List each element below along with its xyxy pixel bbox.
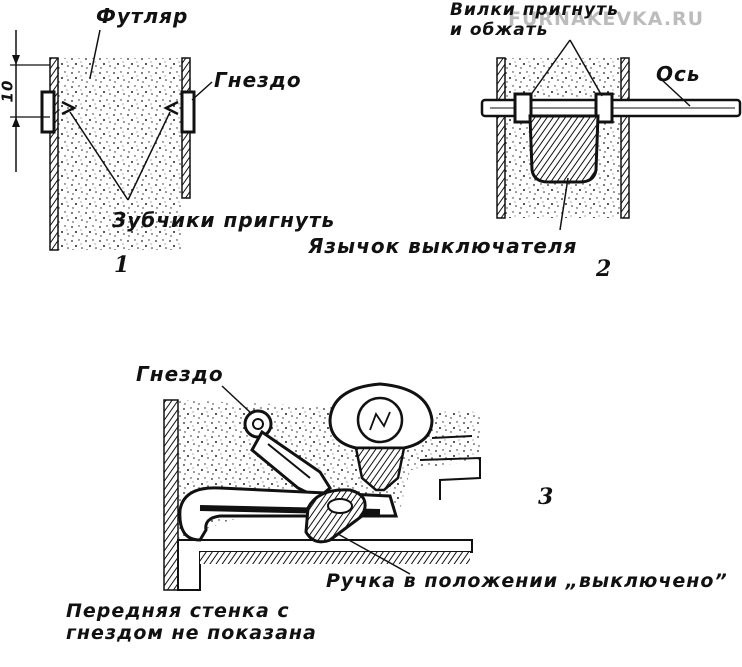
- fig3-handle: [304, 488, 367, 544]
- fig2-switch-tongue: [528, 114, 600, 184]
- fig2-tongue-label: Язычок выключателя: [308, 234, 578, 258]
- fig2-right-fork: [594, 92, 614, 124]
- fig1-right-socket: [180, 90, 196, 134]
- fig2-fork-label-line1: Вилки пригнуть: [450, 0, 619, 20]
- fig1-left-wall: [49, 57, 59, 251]
- watermark-text: FURNAKEVKA.RU: [508, 8, 705, 30]
- fig1-left-teeth: [61, 100, 77, 116]
- fig3-drawing: [163, 382, 481, 591]
- fig1-case-label: Футляр: [96, 4, 189, 28]
- fig1-socket-label: Гнездо: [214, 68, 302, 92]
- fig1-drawing: [10, 29, 213, 251]
- fig3-note-line1: Передняя стенка с: [66, 600, 290, 622]
- fig3-number: 3: [538, 484, 554, 510]
- fig3-lamp-socket: [354, 446, 406, 492]
- fig3-note-line2: гнездом не показана: [66, 622, 317, 644]
- fig1-teeth-label: Зубчики пригнуть: [112, 208, 336, 232]
- fig1-left-socket: [40, 90, 56, 134]
- fig1-right-teeth: [163, 100, 179, 116]
- fig2-drawing: [480, 39, 742, 231]
- fig2-left-wall: [496, 57, 506, 219]
- fig2-right-wall: [620, 57, 630, 219]
- fig2-number: 2: [596, 256, 612, 282]
- fig3-left-wall: [163, 399, 179, 591]
- fig3-socket-label: Гнездо: [136, 362, 224, 386]
- fig2-fork-label-line2: и обжать: [450, 20, 549, 40]
- fig2-axis-label: Ось: [656, 62, 701, 86]
- fig1-case-body: [58, 58, 182, 250]
- fig2-left-fork: [513, 92, 533, 124]
- fig3-handle-label: Ручка в положении „выключено”: [326, 570, 728, 592]
- fig1-number: 1: [114, 252, 130, 278]
- fig1-dimension-label: 10: [0, 79, 17, 103]
